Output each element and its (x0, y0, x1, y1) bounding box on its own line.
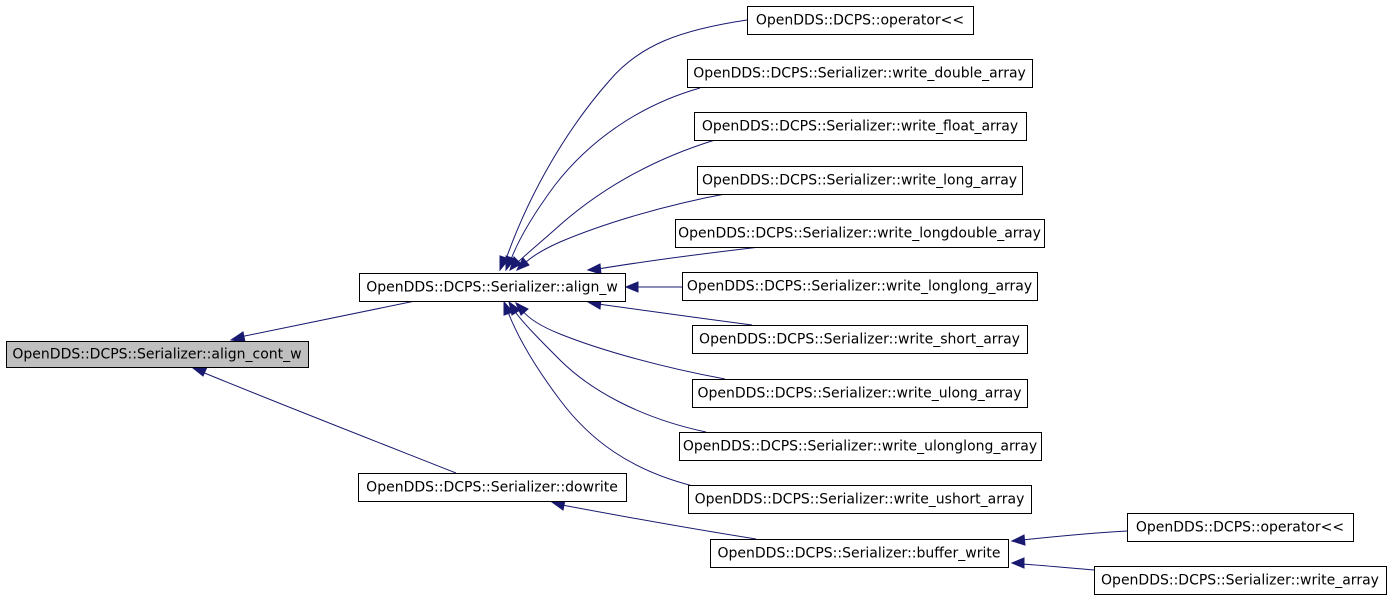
edge-wua-to-align_w (521, 309, 726, 380)
node-op2[interactable]: OpenDDS::DCPS::operator<< (1127, 513, 1354, 542)
node-bw[interactable]: OpenDDS::DCPS::Serializer::buffer_write (710, 539, 1009, 568)
arrowhead-icon (624, 281, 639, 293)
arrowhead-icon (503, 300, 514, 316)
node-box (692, 325, 1028, 354)
edge-op2-to-bw (1021, 530, 1128, 541)
node-box (694, 112, 1027, 141)
node-box (747, 6, 974, 35)
node-label: OpenDDS::DCPS::Serializer::write_longdou… (678, 226, 1041, 242)
node-wsa[interactable]: OpenDDS::DCPS::Serializer::write_short_a… (692, 325, 1028, 354)
arrowhead-icon (1010, 557, 1025, 569)
node-wla[interactable]: OpenDDS::DCPS::Serializer::write_long_ar… (697, 166, 1023, 195)
node-label: OpenDDS::DCPS::Serializer::write_array (1101, 573, 1379, 589)
edge-wda-to-align_w (509, 87, 701, 263)
edge-wlda-to-align_w (597, 246, 761, 270)
node-wlla[interactable]: OpenDDS::DCPS::Serializer::write_longlon… (682, 272, 1038, 301)
edge-wusa-to-align_w (507, 311, 694, 487)
edge-wa-to-bw (1021, 563, 1095, 571)
node-wda[interactable]: OpenDDS::DCPS::Serializer::write_double_… (687, 59, 1033, 88)
edge-wsa-to-align_w (597, 303, 753, 326)
node-dowrite[interactable]: OpenDDS::DCPS::Serializer::dowrite (358, 473, 627, 502)
node-label: OpenDDS::DCPS::Serializer::write_long_ar… (702, 173, 1017, 189)
node-align_w[interactable]: OpenDDS::DCPS::Serializer::align_w (359, 273, 626, 302)
node-label: OpenDDS::DCPS::Serializer::write_ulonglo… (683, 439, 1037, 455)
edge-wla-to-align_w (523, 192, 731, 265)
node-box (675, 219, 1045, 248)
node-box (697, 166, 1023, 195)
arrowhead-icon (586, 263, 602, 275)
edge-align_w-to-align_cont_w (239, 299, 421, 338)
edge-dowrite-to-align_cont_w (201, 371, 457, 474)
node-box (710, 539, 1009, 568)
graph-nodes: OpenDDS::DCPS::Serializer::align_cont_wO… (6, 6, 1387, 595)
node-label: OpenDDS::DCPS::Serializer::align_w (366, 280, 618, 296)
node-wlda[interactable]: OpenDDS::DCPS::Serializer::write_longdou… (675, 219, 1045, 248)
arrowhead-icon (1010, 534, 1026, 546)
node-label: OpenDDS::DCPS::operator<< (1136, 520, 1344, 536)
arrowhead-icon (509, 256, 522, 272)
node-box (1094, 566, 1387, 595)
node-box (679, 432, 1042, 461)
node-wfa[interactable]: OpenDDS::DCPS::Serializer::write_float_a… (694, 112, 1027, 141)
node-label: OpenDDS::DCPS::Serializer::dowrite (366, 480, 618, 496)
edge-bw-to-dowrite (561, 504, 757, 540)
node-box (359, 273, 626, 302)
edge-wfa-to-align_w (515, 139, 716, 265)
node-wulla[interactable]: OpenDDS::DCPS::Serializer::write_ulonglo… (679, 432, 1042, 461)
node-label: OpenDDS::DCPS::operator<< (756, 13, 964, 29)
node-wusa[interactable]: OpenDDS::DCPS::Serializer::write_ushort_… (688, 485, 1032, 514)
node-box (682, 272, 1038, 301)
node-label: OpenDDS::DCPS::Serializer::write_short_a… (699, 332, 1020, 348)
arrowhead-icon (515, 257, 530, 271)
arrowhead-icon (229, 331, 246, 343)
node-box (692, 379, 1028, 408)
node-box (6, 341, 309, 368)
node-op1[interactable]: OpenDDS::DCPS::operator<< (747, 6, 974, 35)
node-label: OpenDDS::DCPS::Serializer::write_double_… (693, 66, 1026, 82)
node-label: OpenDDS::DCPS::Serializer::write_ushort_… (695, 492, 1025, 508)
node-label: OpenDDS::DCPS::Serializer::write_float_a… (702, 119, 1018, 135)
arrowhead-icon (191, 366, 208, 377)
node-wua[interactable]: OpenDDS::DCPS::Serializer::write_ulong_a… (692, 379, 1028, 408)
node-box (1127, 513, 1354, 542)
node-label: OpenDDS::DCPS::Serializer::write_ulong_a… (698, 386, 1022, 402)
node-box (688, 485, 1032, 514)
node-box (358, 473, 627, 502)
graph-edges (191, 19, 1128, 571)
node-wa[interactable]: OpenDDS::DCPS::Serializer::write_array (1094, 566, 1387, 595)
node-box (687, 59, 1033, 88)
edge-wulla-to-align_w (513, 309, 707, 433)
edge-op1-to-align_w (504, 19, 748, 263)
node-label: OpenDDS::DCPS::Serializer::write_longlon… (687, 279, 1032, 295)
node-align_cont_w[interactable]: OpenDDS::DCPS::Serializer::align_cont_w (6, 341, 309, 368)
node-label: OpenDDS::DCPS::Serializer::align_cont_w (12, 347, 301, 363)
node-label: OpenDDS::DCPS::Serializer::buffer_write (718, 546, 1001, 562)
